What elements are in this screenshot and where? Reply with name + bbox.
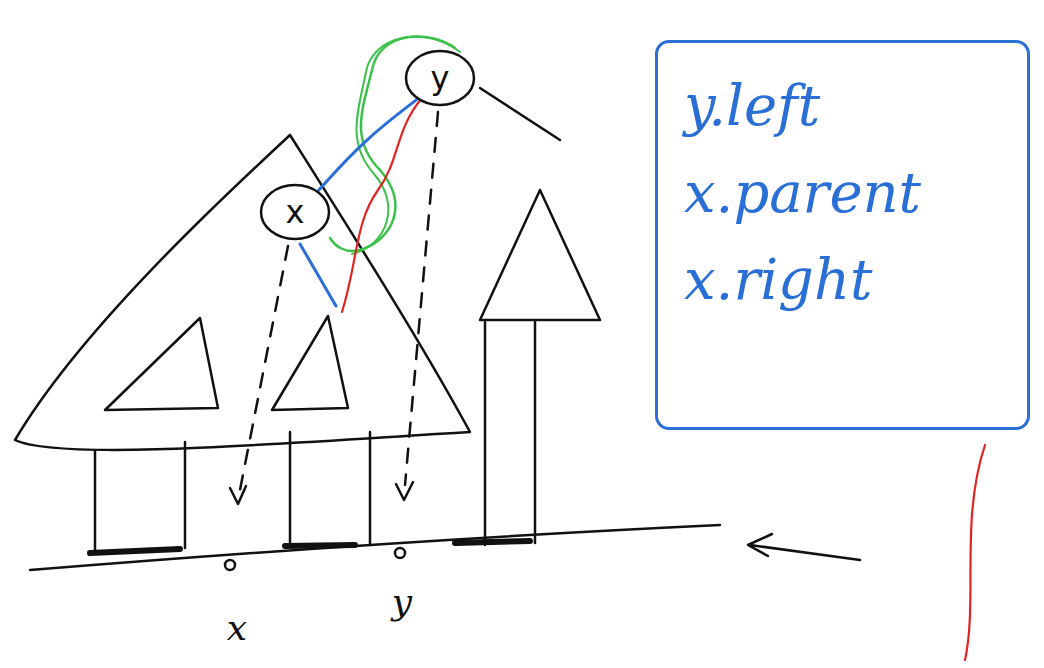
axis-key: x: [227, 610, 247, 646]
interval-line: [94, 450, 97, 550]
projection-line: [405, 112, 438, 485]
margin-line: [965, 445, 985, 660]
interval-mark: [455, 541, 530, 543]
node-ellipse: [406, 51, 474, 105]
child-pointer: [319, 100, 417, 190]
node-ellipse: [261, 185, 329, 239]
interval-line: [369, 432, 372, 545]
node-key: y: [431, 62, 450, 94]
pointer-trace: [342, 98, 422, 312]
axis-key: y: [392, 584, 412, 620]
tree-node: x: [259, 183, 331, 241]
pointer-name: y.left: [684, 63, 1001, 150]
interval-mark: [90, 549, 180, 553]
pointer-name: x.parent: [684, 150, 1001, 237]
subtree-triangle: [105, 318, 218, 410]
pointer-line: [319, 100, 417, 190]
pointer-loop: [330, 36, 455, 251]
interval-line: [289, 432, 292, 546]
direction-arrow: [748, 534, 860, 560]
interval-line: [184, 442, 187, 548]
subtree-outline: [15, 135, 470, 450]
projection-line: [240, 246, 288, 490]
interval-mark: [285, 545, 355, 546]
pointer-name: x.right: [684, 237, 1001, 324]
pointer-loop: [352, 37, 460, 254]
note-box: y.leftx.parentx.right: [655, 40, 1030, 430]
tree-node: y: [404, 49, 476, 107]
node-key: x: [286, 196, 305, 228]
subtree-edge: [480, 88, 560, 140]
key-point: [395, 548, 405, 558]
number-line: [30, 525, 720, 570]
subtree-triangle: [272, 316, 348, 410]
subtree-triangle: [480, 190, 600, 320]
interval-line: [484, 322, 487, 545]
interval-line: [534, 322, 537, 543]
projection-arrow: [230, 486, 246, 504]
projection-arrow: [396, 482, 413, 500]
pointer-stroke: [300, 244, 336, 306]
key-point: [225, 560, 235, 570]
